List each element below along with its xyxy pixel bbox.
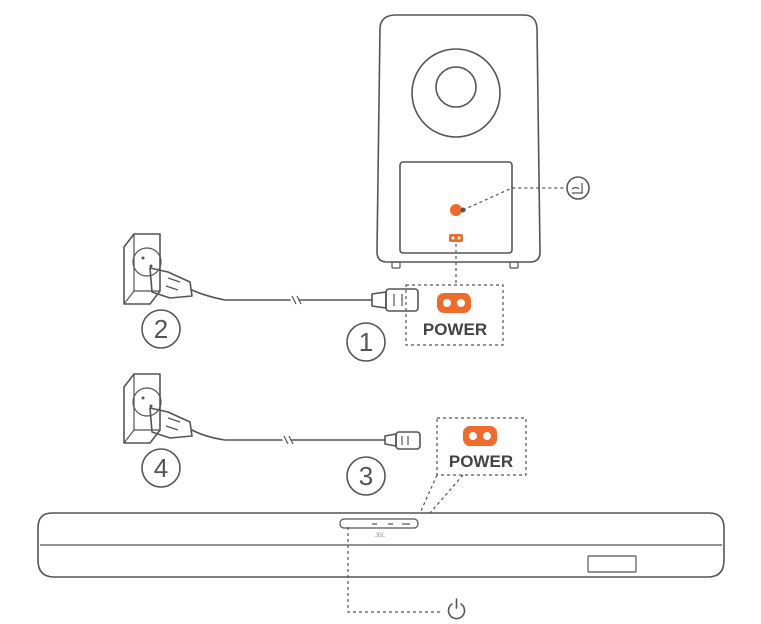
subwoofer-driver: [411, 48, 501, 138]
step-3-badge: 3: [346, 456, 386, 496]
svg-text:4: 4: [154, 453, 168, 483]
soundbar: JBL: [37, 512, 725, 578]
soundbar-power-port-icon: [463, 426, 497, 446]
wall-plug-upper: [149, 267, 291, 301]
wall-socket-upper: [123, 233, 162, 305]
soundbar-control-panel: [339, 518, 419, 529]
subwoofer-driver-cap: [435, 66, 477, 108]
step-4-badge: 4: [141, 448, 181, 488]
subwoofer: [376, 14, 541, 269]
soundbar-brand-label: JBL: [375, 533, 386, 539]
svg-text:2: 2: [154, 314, 168, 344]
soundbar-power-label: POWER: [449, 452, 513, 471]
step-1-badge: 1: [346, 322, 386, 362]
subwoofer-pair-button: [450, 204, 462, 216]
subwoofer-power-label: POWER: [423, 320, 487, 339]
link-icon: [566, 176, 590, 200]
power-icon: [447, 598, 466, 620]
wall-socket-lower: [123, 373, 162, 444]
soundbar-display: [587, 555, 637, 573]
subwoofer-power-callout: [405, 284, 504, 346]
subwoofer-power-port-icon: [437, 293, 471, 313]
power-connector-lower: [384, 431, 421, 450]
svg-text:1: 1: [359, 327, 373, 357]
soundbar-power-callout: [436, 417, 527, 476]
wall-plug-lower: [149, 407, 283, 441]
svg-text:3: 3: [359, 461, 373, 491]
subwoofer-power-socket: [449, 234, 463, 242]
power-connector-upper: [371, 288, 419, 312]
step-2-badge: 2: [141, 309, 181, 349]
